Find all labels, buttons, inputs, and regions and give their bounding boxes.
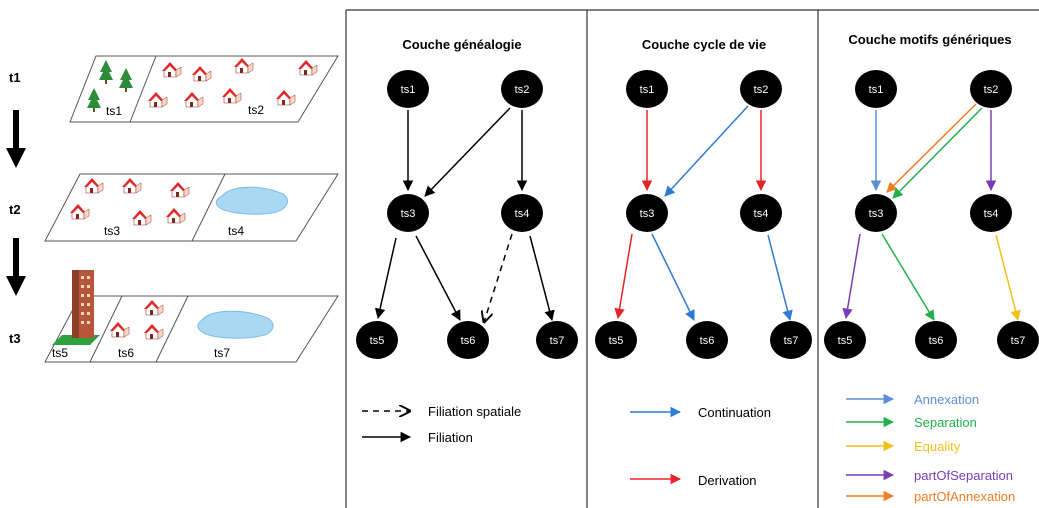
plane-label-ts5: ts5 <box>52 346 68 360</box>
edges-patterns <box>842 103 1021 322</box>
edge-ts3-ts6-separation <box>881 233 935 321</box>
node-ts3: ts3 <box>387 194 429 232</box>
edge-ts3-ts5 <box>374 237 397 320</box>
svg-text:ts3: ts3 <box>640 208 655 220</box>
legend-continuation: Continuation <box>698 405 771 420</box>
time-label-t1: t1 <box>9 70 21 85</box>
svg-text:ts1: ts1 <box>401 84 416 96</box>
svg-text:ts2: ts2 <box>984 84 999 96</box>
plane-label-ts4: ts4 <box>228 224 244 238</box>
svg-text:ts6: ts6 <box>700 335 715 347</box>
edge-ts2-ts3-separation <box>892 107 983 199</box>
edge-ts3-ts5 <box>614 233 633 320</box>
svg-text:ts2: ts2 <box>754 84 769 96</box>
node-ts4: ts4 <box>970 194 1012 232</box>
edges-lifecycle <box>614 105 793 322</box>
node-ts5: ts5 <box>356 321 398 359</box>
svg-text:ts6: ts6 <box>929 335 944 347</box>
node-ts6: ts6 <box>447 321 489 359</box>
panel-lifecycle: Couche cycle de vie ts1 ts2 ts3 ts4 ts5 … <box>595 37 812 488</box>
panel-title-lifecycle: Couche cycle de vie <box>642 37 766 52</box>
legend-partofseparation: partOfSeparation <box>914 468 1013 483</box>
time-planes: t1 t2 t3 ts1 ts2 <box>6 55 339 363</box>
edge-ts2-ts3 <box>424 107 511 197</box>
svg-text:ts5: ts5 <box>370 335 385 347</box>
node-ts3: ts3 <box>855 194 897 232</box>
building-icon <box>52 270 100 345</box>
svg-text:ts3: ts3 <box>869 208 884 220</box>
svg-text:ts4: ts4 <box>515 208 530 220</box>
legend-derivation: Derivation <box>698 473 757 488</box>
svg-text:ts5: ts5 <box>838 335 853 347</box>
node-ts7: ts7 <box>770 321 812 359</box>
edge-ts4-ts6-spatial <box>484 233 513 322</box>
svg-text:ts7: ts7 <box>784 335 799 347</box>
legend-patterns: Annexation Separation Equality partOfSep… <box>846 392 1015 504</box>
svg-text:ts7: ts7 <box>1011 335 1026 347</box>
edge-ts2-ts3 <box>664 105 749 197</box>
svg-text:ts2: ts2 <box>515 84 530 96</box>
panel-patterns: Couche motifs génériques ts1 ts2 ts3 ts4… <box>824 32 1039 504</box>
node-ts6: ts6 <box>915 321 957 359</box>
edge-ts3-ts5-partofseparation <box>842 233 861 320</box>
node-ts5: ts5 <box>595 321 637 359</box>
node-ts5: ts5 <box>824 321 866 359</box>
plane-label-ts6: ts6 <box>118 346 134 360</box>
edge-ts3-ts6 <box>651 233 695 321</box>
node-ts7: ts7 <box>997 321 1039 359</box>
edges-genealogy <box>374 107 555 322</box>
panel-genealogy: Couche généalogie ts1 ts2 ts3 ts4 ts5 ts… <box>356 37 578 445</box>
node-ts2: ts2 <box>740 70 782 108</box>
node-ts2: ts2 <box>970 70 1012 108</box>
legend-equality: Equality <box>914 439 961 454</box>
time-arrow-2 <box>6 238 26 296</box>
legend-lifecycle: Continuation Derivation <box>630 405 771 488</box>
panel-borders <box>345 9 1039 508</box>
time-arrow-1 <box>6 110 26 168</box>
plane-t2: ts3 ts4 <box>44 173 339 242</box>
panel-title-genealogy: Couche généalogie <box>402 37 521 52</box>
svg-text:ts1: ts1 <box>869 84 884 96</box>
plane-t3: ts5 ts6 ts7 <box>44 270 339 363</box>
edge-ts4-ts7 <box>529 235 555 322</box>
legend-partofannexation: partOfAnnexation <box>914 489 1015 504</box>
legend-annexation: Annexation <box>914 392 979 407</box>
node-ts4: ts4 <box>740 194 782 232</box>
node-ts1: ts1 <box>855 70 897 108</box>
svg-text:ts5: ts5 <box>609 335 624 347</box>
node-ts1: ts1 <box>626 70 668 108</box>
svg-text:ts3: ts3 <box>401 208 416 220</box>
edge-ts4-ts7-equality <box>995 234 1021 322</box>
edge-ts2-ts3-partofannexation <box>886 103 977 193</box>
edge-ts4-ts7 <box>767 234 793 322</box>
panel-title-patterns: Couche motifs génériques <box>848 32 1011 47</box>
svg-text:ts1: ts1 <box>640 84 655 96</box>
node-ts6: ts6 <box>686 321 728 359</box>
node-ts1: ts1 <box>387 70 429 108</box>
node-ts2: ts2 <box>501 70 543 108</box>
node-ts7: ts7 <box>536 321 578 359</box>
legend-genealogy: Filiation spatiale Filiation <box>362 404 521 445</box>
legend-filiation: Filiation <box>428 430 473 445</box>
svg-text:ts7: ts7 <box>550 335 565 347</box>
node-ts4: ts4 <box>501 194 543 232</box>
edge-ts3-ts6 <box>415 235 461 321</box>
svg-text:ts6: ts6 <box>461 335 476 347</box>
time-label-t2: t2 <box>9 202 21 217</box>
time-label-t3: t3 <box>9 331 21 346</box>
plane-t1: ts1 ts2 <box>69 55 339 123</box>
svg-text:ts4: ts4 <box>984 208 999 220</box>
legend-filiation-spatiale: Filiation spatiale <box>428 404 521 419</box>
plane-label-ts7: ts7 <box>214 346 230 360</box>
plane-label-ts3: ts3 <box>104 224 120 238</box>
node-ts3: ts3 <box>626 194 668 232</box>
plane-label-ts2: ts2 <box>248 103 264 117</box>
plane-label-ts1: ts1 <box>106 104 122 118</box>
legend-separation: Separation <box>914 415 977 430</box>
svg-text:ts4: ts4 <box>754 208 769 220</box>
